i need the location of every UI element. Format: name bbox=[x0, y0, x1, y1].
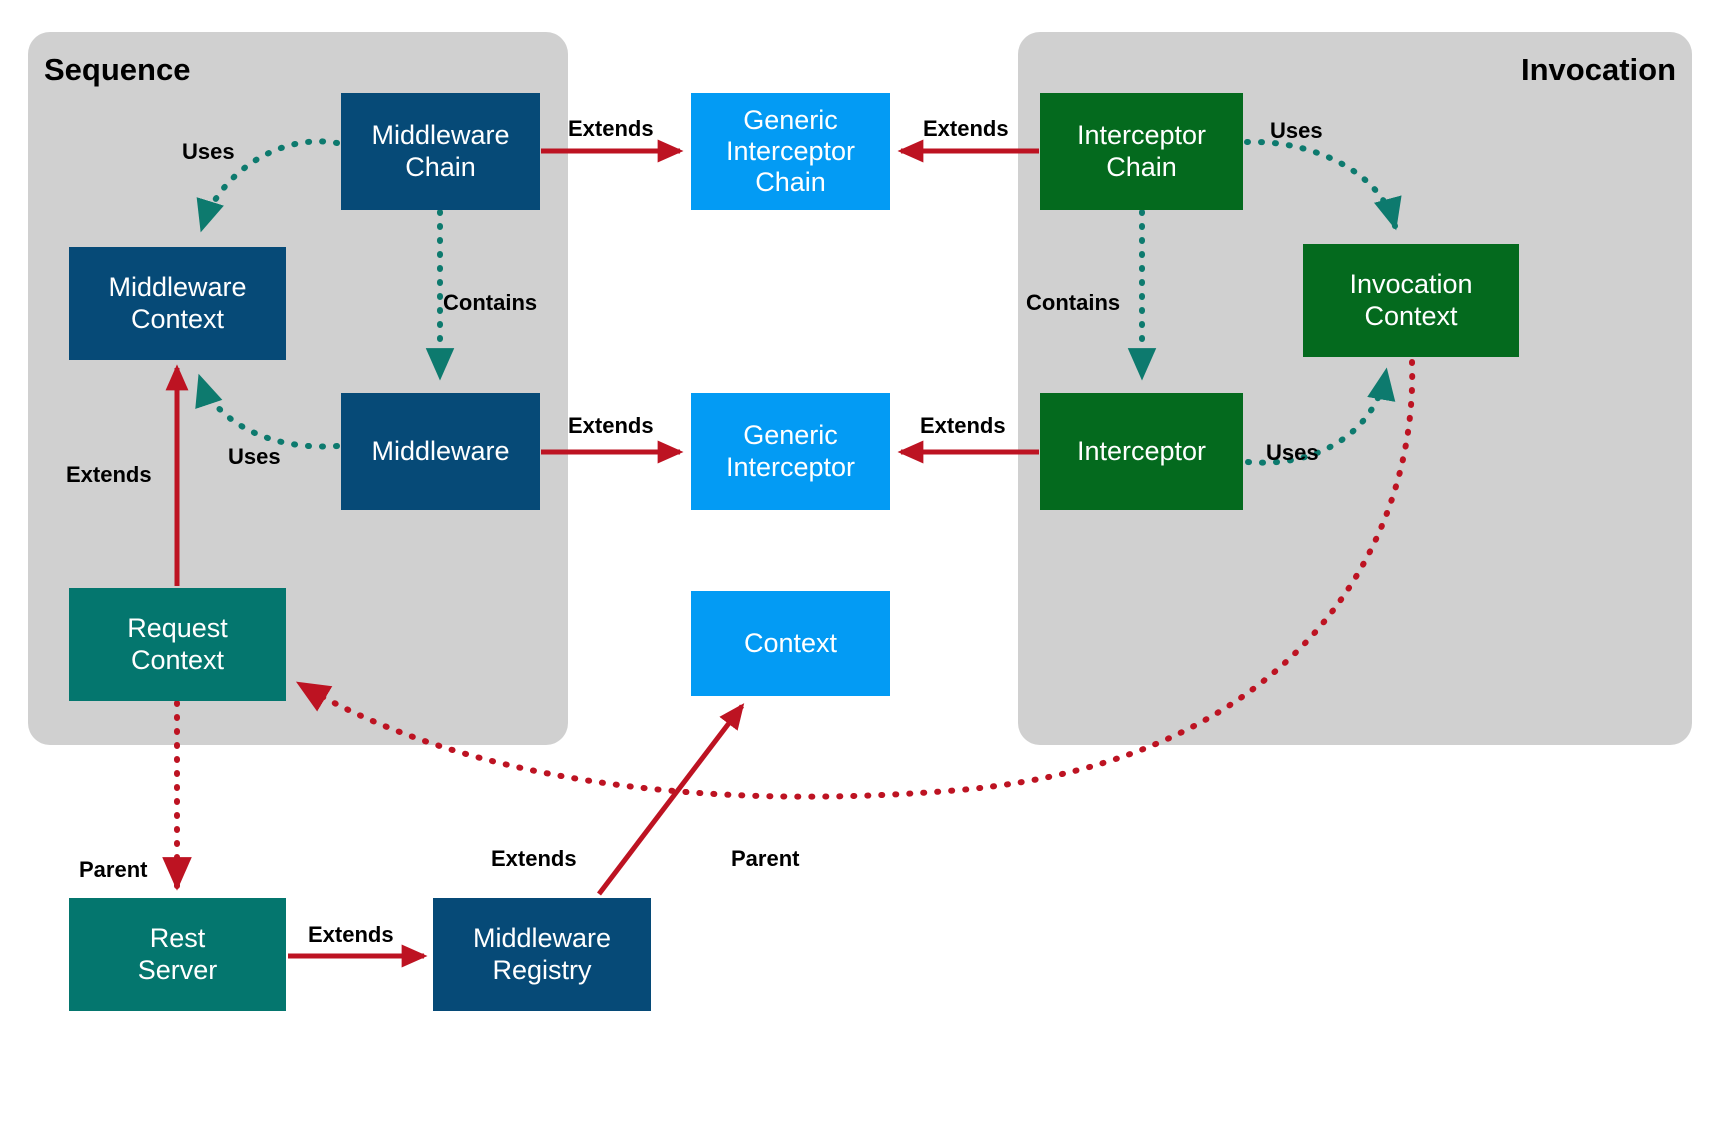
edge-label-uses-interceptorchain-invocationcontext: Uses bbox=[1270, 118, 1323, 143]
edge-label-extends-requestcontext-middlewarecontext: Extends bbox=[66, 462, 152, 487]
node-middleware[interactable]: Middleware bbox=[341, 393, 540, 510]
edge-label-uses-middlewarechain-middlewarecontext: Uses bbox=[182, 139, 235, 164]
group-title-sequence: Sequence bbox=[44, 52, 191, 87]
edge-extends-middlewareregistry-context bbox=[597, 703, 745, 896]
edge-label-extends-restserver-middlewareregistry: Extends bbox=[308, 922, 394, 947]
node-generic-interceptor-chain[interactable]: Generic Interceptor Chain bbox=[691, 93, 890, 210]
edge-label-uses-interceptor-invocationcontext: Uses bbox=[1266, 440, 1319, 465]
node-interceptor-chain[interactable]: Interceptor Chain bbox=[1040, 93, 1243, 210]
node-middleware-registry[interactable]: Middleware Registry bbox=[433, 898, 651, 1011]
node-rest-server[interactable]: Rest Server bbox=[69, 898, 286, 1011]
node-invocation-context[interactable]: Invocation Context bbox=[1303, 244, 1519, 357]
group-title-invocation: Invocation bbox=[1520, 52, 1676, 87]
node-middleware-chain[interactable]: Middleware Chain bbox=[341, 93, 540, 210]
edge-label-parent-invocationcontext-requestcontext: Parent bbox=[731, 846, 800, 871]
edge-label-extends-interceptorchain-genericinterceptorchain: Extends bbox=[923, 116, 1009, 141]
node-request-context[interactable]: Request Context bbox=[69, 588, 286, 701]
node-interceptor[interactable]: Interceptor bbox=[1040, 393, 1243, 510]
edge-label-extends-middlewareregistry-context: Extends bbox=[491, 846, 577, 871]
node-context[interactable]: Context bbox=[691, 591, 890, 696]
edge-label-extends-interceptor-genericinterceptor: Extends bbox=[920, 413, 1006, 438]
edge-label-uses-middleware-middlewarecontext: Uses bbox=[228, 444, 281, 469]
edge-label-contains-interceptorchain-interceptor: Contains bbox=[1026, 290, 1121, 315]
edge-label-extends-middlewarechain-genericinterceptorchain: Extends bbox=[568, 116, 654, 141]
node-generic-interceptor[interactable]: Generic Interceptor bbox=[691, 393, 890, 510]
edge-label-extends-middleware-genericinterceptor: Extends bbox=[568, 413, 654, 438]
edge-label-parent-requestcontext-restserver: Parent bbox=[79, 857, 148, 882]
node-middleware-context[interactable]: Middleware Context bbox=[69, 247, 286, 360]
edge-label-contains-middlewarechain-middleware: Contains bbox=[443, 290, 538, 315]
